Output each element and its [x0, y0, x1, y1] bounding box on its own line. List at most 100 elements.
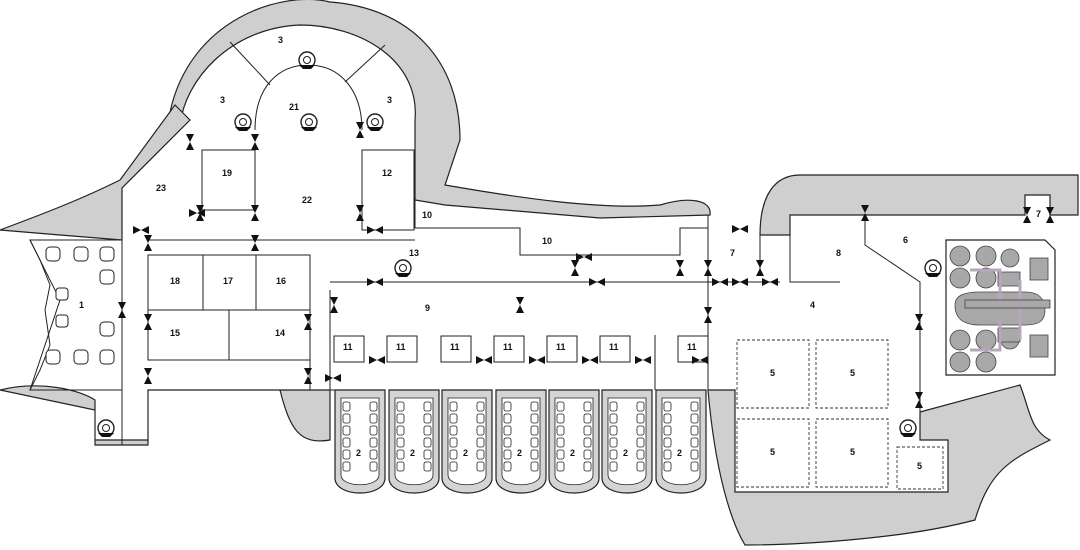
door-icon [529, 356, 545, 364]
label-room-15: 15 [170, 328, 180, 338]
door-icon [915, 314, 923, 330]
interior-walls [121, 41, 921, 446]
door-icon [356, 205, 364, 221]
escape-pod [441, 389, 493, 494]
door-icon [861, 205, 869, 221]
label-room-11: 11 [609, 342, 619, 352]
door-icon [330, 297, 338, 313]
label-room-21: 21 [289, 102, 299, 112]
room-11c [440, 335, 472, 363]
escape-pod [334, 389, 386, 494]
label-room-14: 14 [275, 328, 285, 338]
label-room-2: 2 [463, 448, 468, 458]
door-icon [133, 226, 149, 234]
door-icon [144, 368, 152, 384]
room-11a [333, 335, 365, 363]
door-icon [251, 134, 259, 150]
door-icon [304, 368, 312, 384]
turret-icon [234, 113, 252, 131]
label-room-5: 5 [770, 447, 775, 457]
label-room-2: 2 [517, 448, 522, 458]
label-room-5: 5 [917, 461, 922, 471]
label-room-3: 3 [220, 95, 225, 105]
door-icon [732, 225, 748, 233]
door-icon [251, 205, 259, 221]
door-icon [118, 302, 126, 318]
label-room-11: 11 [556, 342, 566, 352]
door-icon [186, 134, 194, 150]
turret-icon [298, 51, 316, 69]
hull-dome [169, 0, 711, 219]
turrets [97, 51, 942, 437]
label-room-2: 2 [570, 448, 575, 458]
door-icon [356, 122, 364, 138]
room-11f [599, 335, 631, 363]
label-room-2: 2 [623, 448, 628, 458]
door-icon [251, 235, 259, 251]
door-icon [589, 278, 605, 286]
door-icon [144, 235, 152, 251]
label-room-18: 18 [170, 276, 180, 286]
turret-icon [97, 419, 115, 437]
label-room-7: 7 [730, 248, 735, 258]
door-icon [756, 260, 764, 276]
seat-icon [45, 246, 115, 365]
escape-pod [495, 389, 547, 494]
turret-icon [300, 113, 318, 131]
door-icon [635, 356, 651, 364]
door-icon [144, 314, 152, 330]
door-icon [476, 356, 492, 364]
hull-stern-lower [707, 384, 1052, 546]
label-room-5: 5 [770, 368, 775, 378]
rooms [147, 149, 944, 490]
label-room-17: 17 [223, 276, 233, 286]
escape-pod [655, 389, 707, 494]
door-icon [704, 307, 712, 323]
label-room-5: 5 [850, 447, 855, 457]
label-room-10: 10 [422, 210, 432, 220]
turret-icon [366, 113, 384, 131]
label-room-11: 11 [450, 342, 460, 352]
label-room-2: 2 [356, 448, 361, 458]
escape-pod [548, 389, 600, 494]
door-icon [367, 278, 383, 286]
room-labels: 3 3 3 21 19 12 23 22 10 10 13 7 8 6 7 18… [79, 35, 1041, 471]
door-icon [676, 260, 684, 276]
label-room-12: 12 [382, 168, 392, 178]
room-11b [386, 335, 418, 363]
escape-pod [388, 389, 440, 494]
door-icon [582, 356, 598, 364]
bay-5c [736, 418, 810, 488]
door-icon [325, 374, 341, 382]
door-icon [762, 278, 778, 286]
label-room-4: 4 [810, 300, 815, 310]
label-room-3: 3 [387, 95, 392, 105]
label-room-11: 11 [343, 342, 353, 352]
bay-5a [736, 339, 810, 409]
door-icon [692, 356, 708, 364]
hull-nose-upper [0, 104, 191, 241]
label-room-1: 1 [79, 300, 84, 310]
door-icon [704, 260, 712, 276]
door-icon [304, 314, 312, 330]
bay-5e [896, 446, 944, 490]
door-icon [576, 253, 592, 261]
room-11d [493, 335, 525, 363]
hull-nose-lower [0, 385, 331, 446]
turret-icon [899, 419, 917, 437]
label-room-6: 6 [903, 235, 908, 245]
cockpit [29, 239, 123, 391]
bay-5b [815, 339, 889, 409]
doors [118, 122, 1054, 408]
reactor-icon [945, 239, 1056, 376]
label-room-23: 23 [156, 183, 166, 193]
door-icon [516, 297, 524, 313]
label-room-19: 19 [222, 168, 232, 178]
label-room-16: 16 [276, 276, 286, 286]
door-icon [571, 260, 579, 276]
door-icon [915, 392, 923, 408]
label-room-7: 7 [1036, 209, 1041, 219]
room-14 [228, 309, 311, 361]
door-icon [189, 209, 205, 217]
